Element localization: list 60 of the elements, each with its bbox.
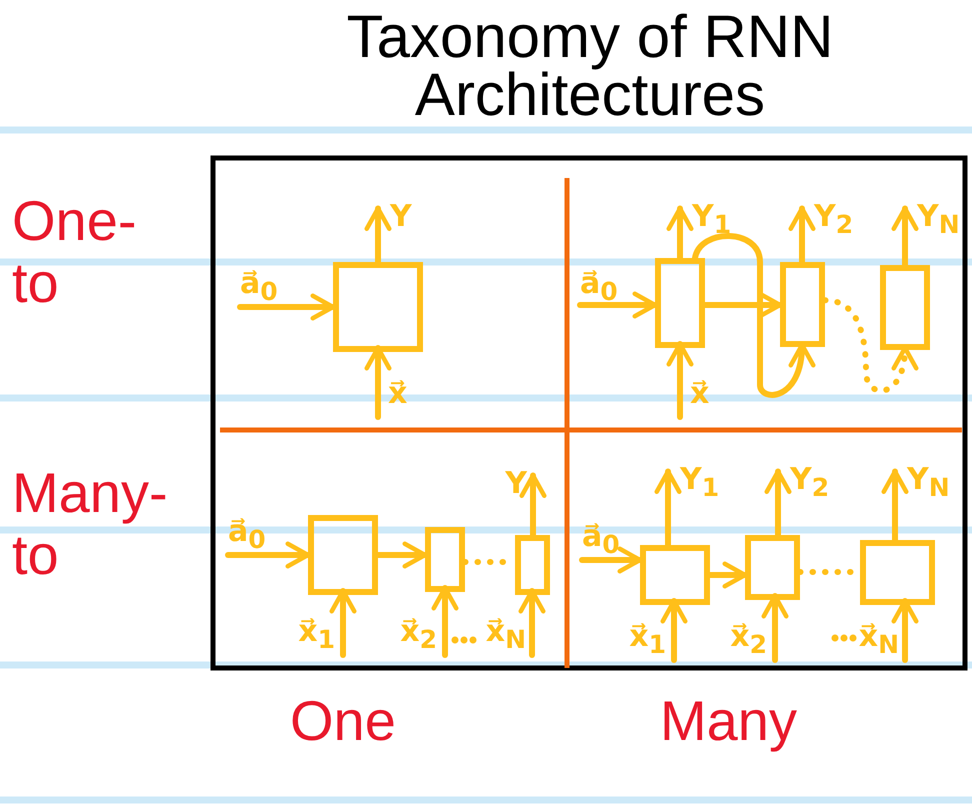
column-header: Many [660,690,798,752]
variable-label: Y$_{1}$ [668,458,733,503]
variable-label: x⃗$_{1}$ [275,610,343,655]
arrow [707,562,748,588]
arrow [364,206,392,265]
arrow [654,468,682,548]
arrow [432,585,458,658]
variable-label: a⃗$_{0}$ [240,262,300,307]
variable-label: a⃗$_{0}$ [582,515,637,560]
rnn-cell-box [333,262,423,352]
rnn-cell-box [655,258,705,348]
variable-label: x⃗$_{N}$ [840,615,905,660]
rnn-cell-box [640,545,710,605]
variable-label: Y$_{2}$ [802,195,867,240]
variable-label: a⃗$_{0}$ [580,262,640,305]
variable-label: x⃗$_{1}$ [602,615,674,660]
variable-label: x⃗$_{2}$ [710,615,775,660]
arrow [882,468,908,543]
row-header: Many- to [12,462,169,586]
variable-label: x⃗$_{N}$ [477,610,532,655]
arrow [225,542,311,568]
arrow [666,206,694,261]
arrow [764,468,792,538]
rnn-cell-box [308,515,378,595]
variable-label: Y$_{2}$ [778,458,843,503]
arrow [762,593,788,663]
variable-label: x⃗ [378,372,428,417]
column-header: One [290,690,397,752]
arrow [330,588,356,658]
arrow [364,345,392,420]
arrow [579,546,643,574]
arrow [660,598,688,663]
rnn-cell-box [880,265,930,350]
rnn-cell-box [780,262,825,347]
arrow [577,292,658,318]
title: Taxonomy of RNN Architectures [346,8,834,124]
variable-label: a⃗$_{0}$ [228,510,288,555]
arrow [666,341,694,420]
variable-label: Y$_{N}$ [905,195,963,240]
rnn-cell-box [860,540,935,605]
rnn-cell-box [425,527,465,592]
variable-label: x⃗$_{2}$ [380,610,445,655]
variable-label: Y$_{N}$ [895,458,957,503]
arrow [702,292,783,318]
arrow [788,206,816,265]
variable-label: Y [493,462,533,507]
rnn-cell-box [515,535,550,595]
rnn-cell-box [745,535,800,600]
arrow [692,233,814,398]
variable-label: Y$_{1}$ [680,195,745,240]
dotted-arrow [822,297,918,394]
variable-label: Y [378,195,423,240]
arrow [892,598,918,663]
variable-label: x⃗ [680,372,735,417]
arrow [520,472,546,538]
row-header: One- to [12,190,138,314]
arrow [375,542,428,568]
arrow [892,206,918,268]
arrow [237,294,336,320]
arrow [518,588,546,658]
